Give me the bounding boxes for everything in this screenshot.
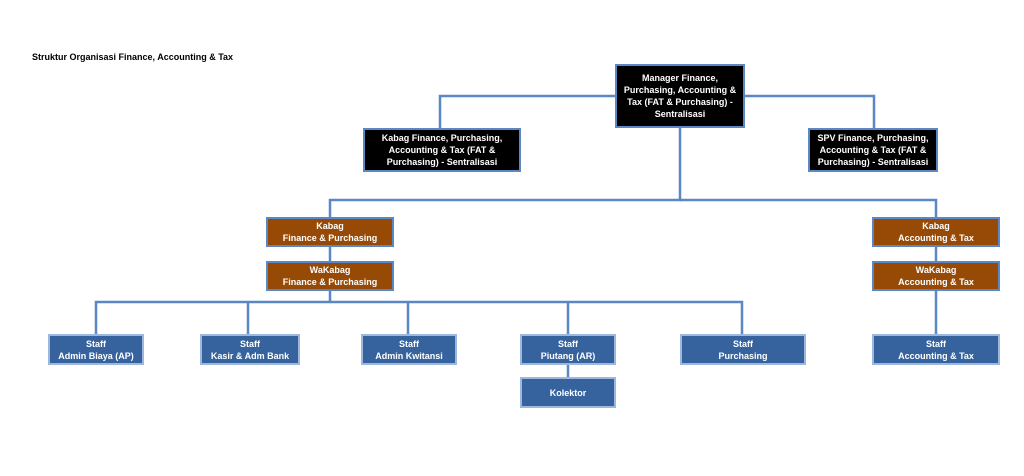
- node-manager-fat: Manager Finance, Purchasing, Accounting …: [615, 64, 745, 128]
- node-label: Purchasing: [718, 350, 768, 361]
- node-label: Staff: [733, 338, 753, 349]
- node-label: Accounting & Tax: [898, 277, 974, 287]
- node-label: Finance & Purchasing: [282, 233, 378, 243]
- node-staff-purchasing: Staff Purchasing: [680, 334, 806, 365]
- node-staff-piutang: Staff Piutang (AR): [520, 334, 616, 365]
- node-label: Accounting & Tax (FAT &: [819, 145, 927, 155]
- node-wakabag-accounting-tax: WaKabag Accounting & Tax: [872, 261, 1000, 291]
- node-label: Accounting & Tax (FAT &: [388, 145, 496, 155]
- node-label: Staff: [240, 338, 260, 349]
- node-staff-kasir: Staff Kasir & Adm Bank: [200, 334, 300, 365]
- node-label: Finance & Purchasing: [282, 277, 378, 287]
- node-label: Piutang (AR): [540, 350, 596, 361]
- node-staff-admin-kwitansi: Staff Admin Kwitansi: [361, 334, 457, 365]
- node-label: Kolektor: [549, 387, 587, 398]
- node-spv-fat: SPV Finance, Purchasing, Accounting & Ta…: [808, 128, 938, 172]
- node-kolektor: Kolektor: [520, 377, 616, 408]
- node-label: Purchasing) - Sentralisasi: [817, 157, 929, 167]
- node-label: Accounting & Tax: [898, 233, 974, 243]
- node-label: Sentralisasi: [654, 109, 706, 119]
- node-kabag-accounting-tax: Kabag Accounting & Tax: [872, 217, 1000, 247]
- node-wakabag-finance-purchasing: WaKabag Finance & Purchasing: [266, 261, 394, 291]
- chart-title: Struktur Organisasi Finance, Accounting …: [32, 52, 234, 62]
- node-label: WaKabag: [309, 265, 351, 275]
- node-label: WaKabag: [915, 265, 957, 275]
- node-label: Tax (FAT & Purchasing) -: [627, 97, 733, 107]
- connector-staff-left: [94, 290, 332, 335]
- connector-manager-right: [680, 198, 938, 218]
- node-label: Kabag Finance, Purchasing,: [381, 133, 503, 143]
- connector-staff-drops: [246, 302, 570, 335]
- node-label: Staff: [558, 338, 578, 349]
- node-staff-admin-biaya: Staff Admin Biaya (AP): [48, 334, 144, 365]
- connector-manager-left: [328, 128, 682, 218]
- node-label: Purchasing) - Sentralisasi: [386, 157, 498, 167]
- node-label: Staff: [926, 338, 946, 349]
- node-label: Kabag: [316, 221, 344, 231]
- node-kabag-fat: Kabag Finance, Purchasing, Accounting & …: [363, 128, 521, 172]
- node-kabag-finance-purchasing: Kabag Finance & Purchasing: [266, 217, 394, 247]
- node-label: Admin Kwitansi: [375, 350, 443, 361]
- node-label: Kasir & Adm Bank: [210, 350, 290, 361]
- node-label: Kabag: [922, 221, 950, 231]
- node-label: Staff: [86, 338, 106, 349]
- node-label: Accounting & Tax: [898, 350, 974, 361]
- connector-staff-right: [330, 300, 744, 335]
- node-label: SPV Finance, Purchasing,: [817, 133, 929, 143]
- node-staff-accounting-tax: Staff Accounting & Tax: [872, 334, 1000, 365]
- node-label: Admin Biaya (AP): [58, 350, 134, 361]
- node-label: Staff: [399, 338, 419, 349]
- node-label: Purchasing, Accounting &: [623, 85, 737, 95]
- node-label: Manager Finance,: [641, 73, 719, 83]
